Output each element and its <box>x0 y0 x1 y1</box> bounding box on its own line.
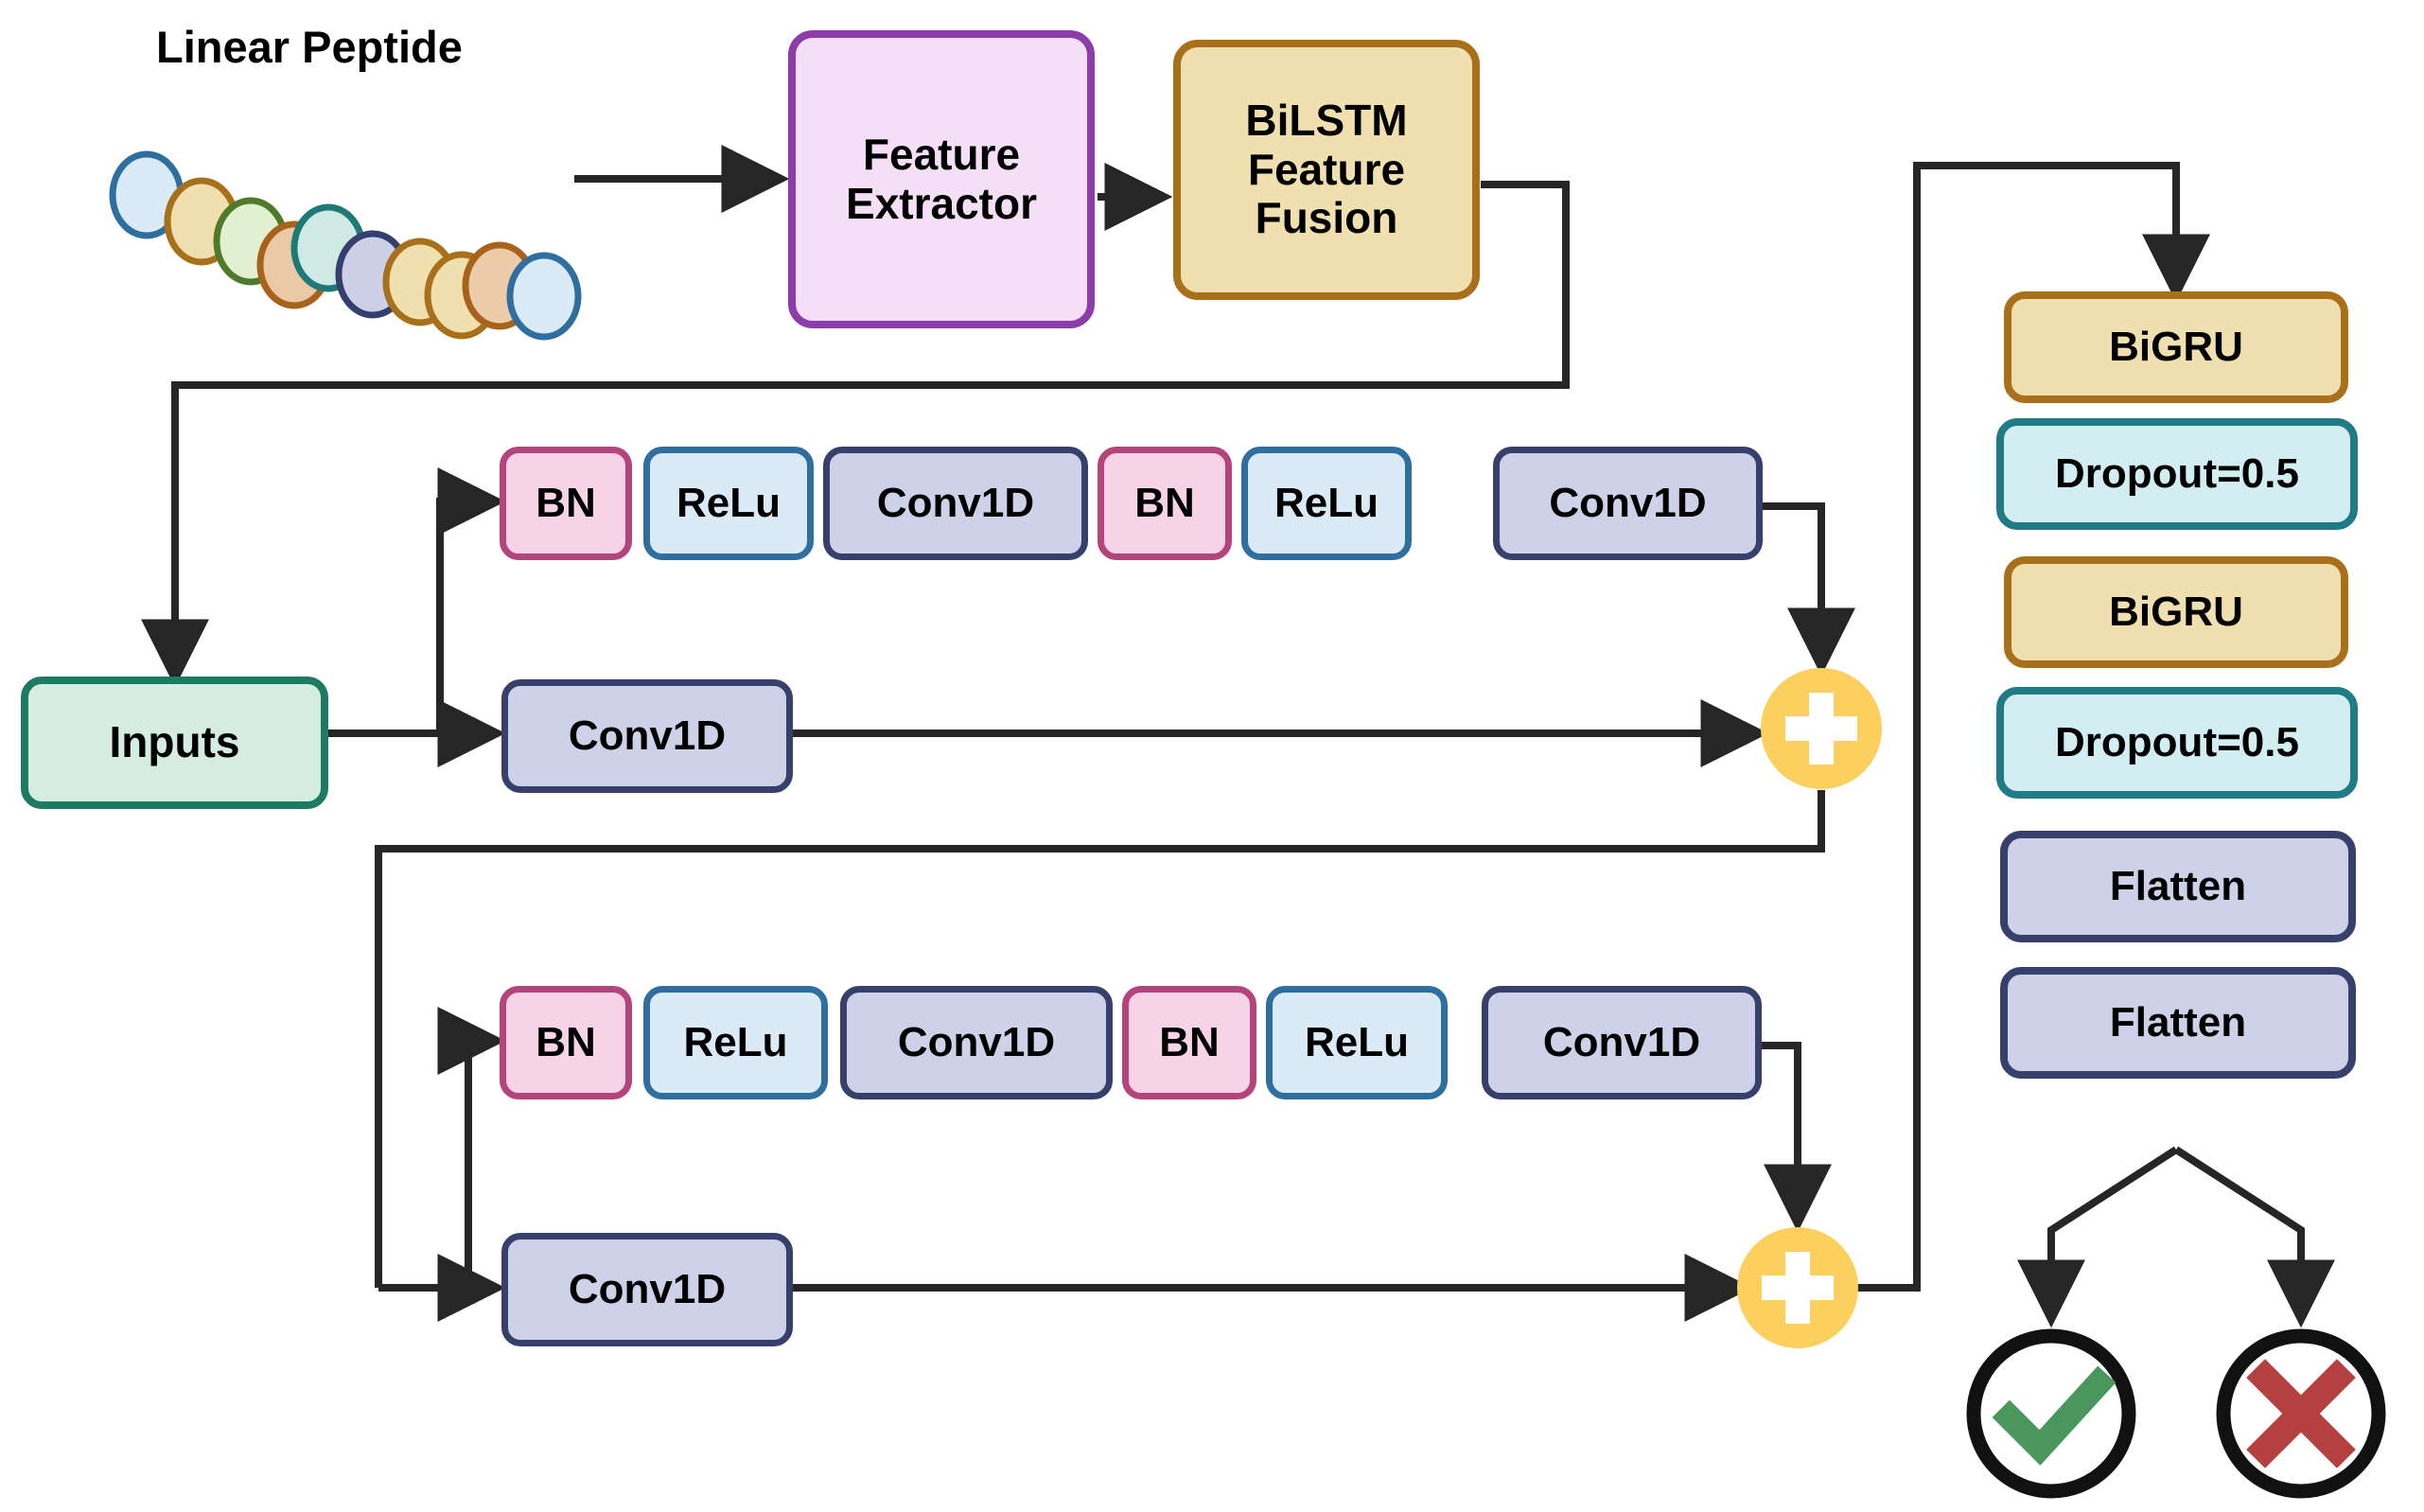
block2-relu-1[interactable]: ReLu <box>643 986 828 1099</box>
block1-conv1d-2[interactable]: Conv1D <box>1493 447 1763 560</box>
path-flatten-to-negative <box>2173 1146 2335 1328</box>
right-column-flatten-1[interactable]: Flatten <box>2000 831 2356 942</box>
block2-bn-2[interactable]: BN <box>1122 986 1256 1099</box>
peptide-residue-group <box>109 150 582 341</box>
block2-conv1d-2[interactable]: Conv1D <box>1482 986 1762 1099</box>
block2-bn-1[interactable]: BN <box>500 986 632 1099</box>
negative-result[interactable] <box>2210 1323 2392 1504</box>
add-node-block2[interactable] <box>1737 1227 1858 1348</box>
inputs-box[interactable]: Inputs <box>21 677 328 809</box>
block2-shortcut-conv1d[interactable]: Conv1D <box>501 1233 793 1346</box>
peptide-residue <box>506 252 582 341</box>
block1-shortcut-conv1d[interactable]: Conv1D <box>501 679 793 793</box>
block1-bn-2[interactable]: BN <box>1098 447 1232 560</box>
path-block2-to-mainpath2 <box>437 1007 506 1288</box>
cross-icon <box>2216 1328 2386 1499</box>
block1-relu-1[interactable]: ReLu <box>643 447 814 560</box>
block2-conv1d-1[interactable]: Conv1D <box>840 986 1113 1099</box>
block1-conv1d-1[interactable]: Conv1D <box>823 447 1088 560</box>
right-column-dropout-2[interactable]: Dropout=0.5 <box>1996 687 2358 799</box>
path-main1-to-add1 <box>1762 502 1855 677</box>
path-add1-to-block2 <box>375 790 1825 1288</box>
path-inputs-to-mainpath1 <box>436 467 506 733</box>
path-add2-to-bigru <box>1850 162 2210 1292</box>
feature-extractor-label-line2: Extractor <box>846 178 1037 228</box>
right-column-flatten-2[interactable]: Flatten <box>2000 967 2356 1079</box>
plus-icon <box>1762 1252 1834 1324</box>
path-main2-to-add2 <box>1762 1042 1832 1233</box>
block2-relu-2[interactable]: ReLu <box>1266 986 1448 1099</box>
feature-extractor-box[interactable]: Feature Extractor <box>788 30 1095 328</box>
block1-bn-1[interactable]: BN <box>500 447 632 560</box>
positive-result[interactable] <box>1960 1323 2142 1504</box>
right-column-bigru-1[interactable]: BiGRU <box>2004 291 2348 403</box>
path-bilstm-to-inputs <box>141 181 1570 688</box>
figure-title: Linear Peptide <box>156 22 463 72</box>
bilstm-label-line3: Fusion <box>1255 193 1398 243</box>
plus-icon <box>1785 693 1857 765</box>
bilstm-feature-fusion-box[interactable]: BiLSTM Feature Fusion <box>1173 40 1480 300</box>
bilstm-label-line1: BiLSTM <box>1245 96 1408 146</box>
right-column-bigru-2[interactable]: BiGRU <box>2004 556 2348 668</box>
path-flatten-to-positive <box>2017 1146 2179 1328</box>
bilstm-label-line2: Feature <box>1247 144 1406 194</box>
add-node-block1[interactable] <box>1761 668 1882 789</box>
right-column-dropout-1[interactable]: Dropout=0.5 <box>1996 418 2358 530</box>
block1-relu-2[interactable]: ReLu <box>1241 447 1412 560</box>
feature-extractor-label-line1: Feature <box>862 129 1021 179</box>
check-icon <box>1966 1328 2136 1499</box>
